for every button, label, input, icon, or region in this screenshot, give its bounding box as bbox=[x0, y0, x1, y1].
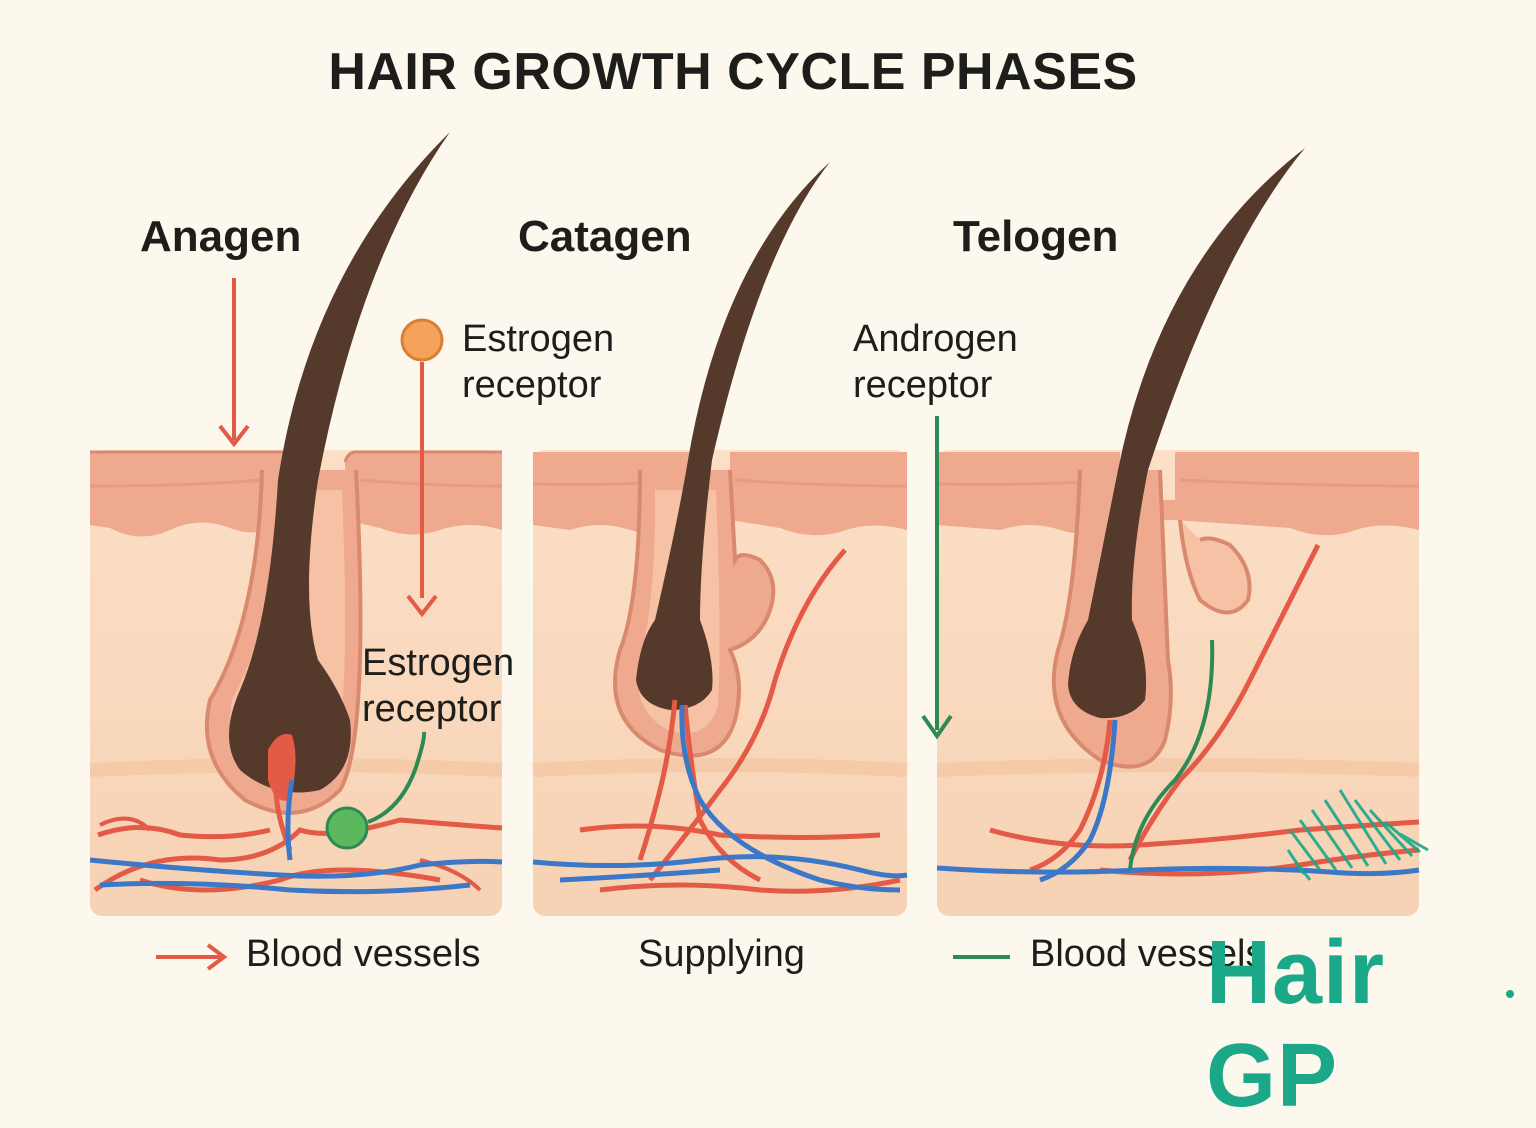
logo-registered-dot bbox=[1506, 990, 1514, 998]
estrogen-arrow-head bbox=[406, 594, 438, 618]
hair-cycle-illustration bbox=[89, 132, 1429, 971]
telogen-bulge bbox=[1178, 519, 1252, 615]
catagen-epidermis bbox=[533, 452, 907, 536]
logo-strands bbox=[1286, 789, 1429, 881]
hair-gp-logo: Hair GP bbox=[1206, 923, 1386, 1126]
telogen-hair-shaft bbox=[1068, 148, 1305, 719]
phase-label-telogen: Telogen bbox=[953, 212, 1119, 261]
legend-blood-vessels-line-label: Blood vessels bbox=[1030, 933, 1265, 975]
legend-supplying-label: Supplying bbox=[638, 933, 805, 975]
anagen-epidermis bbox=[90, 452, 502, 537]
legend-blood-vessels-arrow-label: Blood vessels bbox=[246, 933, 481, 975]
estrogen-receptor-label-top: Estrogen receptor bbox=[462, 318, 615, 406]
anagen-panel bbox=[89, 132, 503, 916]
catagen-hair-shaft bbox=[636, 162, 830, 710]
telogen-panel bbox=[921, 148, 1429, 916]
anagen-arrow-head bbox=[218, 424, 250, 448]
phase-label-catagen: Catagen bbox=[518, 212, 692, 261]
anagen-hair-shaft bbox=[229, 132, 450, 793]
telogen-epidermis bbox=[937, 452, 1419, 536]
catagen-panel bbox=[532, 162, 908, 916]
androgen-receptor-label: Androgen receptor bbox=[853, 318, 1018, 406]
estrogen-receptor-dot-top bbox=[400, 318, 444, 362]
diagram-canvas: HAIR GROWTH CYCLE PHASES Anagen Catagen … bbox=[89, 43, 1514, 1126]
estrogen-receptor-label-mid: Estrogen receptor bbox=[362, 642, 515, 730]
estrogen-receptor-dot-green bbox=[325, 806, 369, 850]
androgen-arrow-head bbox=[921, 714, 953, 740]
telogen-androgen-vessel bbox=[1128, 639, 1215, 871]
diagram-title: HAIR GROWTH CYCLE PHASES bbox=[328, 43, 1138, 101]
phase-label-anagen: Anagen bbox=[140, 212, 302, 261]
legend-blood-vessels-arrow-icon bbox=[156, 943, 228, 971]
